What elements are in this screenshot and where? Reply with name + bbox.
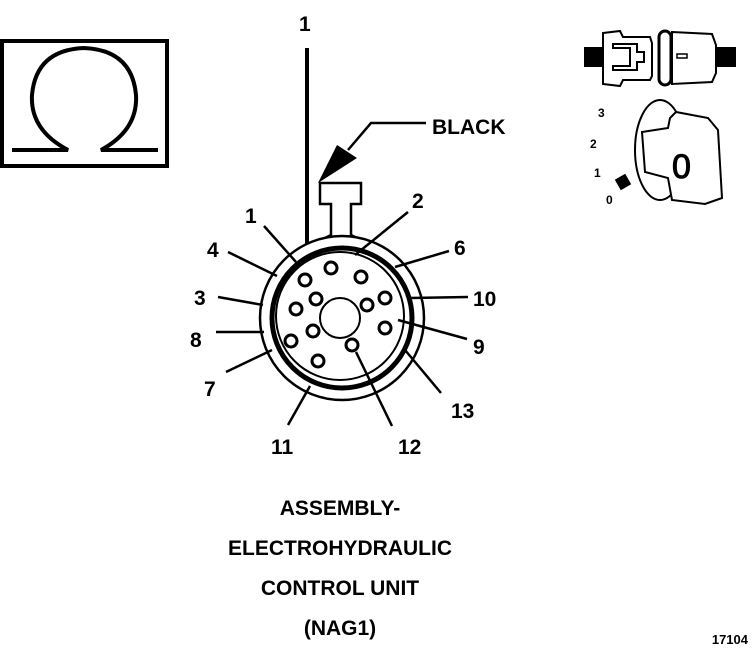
pin-label-13: 13 bbox=[451, 400, 475, 423]
pin-label-3: 3 bbox=[194, 287, 206, 310]
wire-label: 1 bbox=[299, 13, 311, 36]
selector-pos-3: 3 bbox=[598, 106, 605, 120]
black-callout-arrow bbox=[318, 121, 426, 183]
pin-label-7: 7 bbox=[204, 378, 216, 401]
selector-dial-icon bbox=[614, 99, 724, 206]
pin-label-8: 8 bbox=[190, 329, 202, 352]
pin-label-6: 6 bbox=[454, 237, 466, 260]
pin-label-9: 9 bbox=[473, 336, 485, 359]
selector-key-label: 0 bbox=[672, 148, 692, 186]
selector-pos-0: 0 bbox=[606, 193, 613, 207]
pin-label-4: 4 bbox=[207, 239, 219, 262]
connector-icon bbox=[584, 29, 736, 88]
leader-lines bbox=[216, 211, 469, 427]
connector-face bbox=[258, 234, 426, 402]
pin-label-2: 2 bbox=[412, 190, 424, 213]
caption-line-2: ELECTROHYDRAULIC bbox=[228, 537, 452, 560]
pin-label-12: 12 bbox=[398, 436, 422, 459]
caption-line-4: (NAG1) bbox=[303, 617, 377, 640]
caption-line-3: CONTROL UNIT bbox=[260, 577, 420, 600]
omega-icon bbox=[0, 39, 169, 168]
selector-pos-1: 1 bbox=[594, 166, 601, 180]
callout-label: BLACK bbox=[432, 116, 506, 139]
pin-label-11: 11 bbox=[271, 436, 294, 459]
caption-line-1: ASSEMBLY- bbox=[279, 497, 401, 520]
pin-label-10: 10 bbox=[473, 288, 497, 311]
pin-label-1: 1 bbox=[245, 205, 257, 228]
figure-number: 17104 bbox=[711, 632, 748, 647]
selector-pos-2: 2 bbox=[590, 137, 597, 151]
